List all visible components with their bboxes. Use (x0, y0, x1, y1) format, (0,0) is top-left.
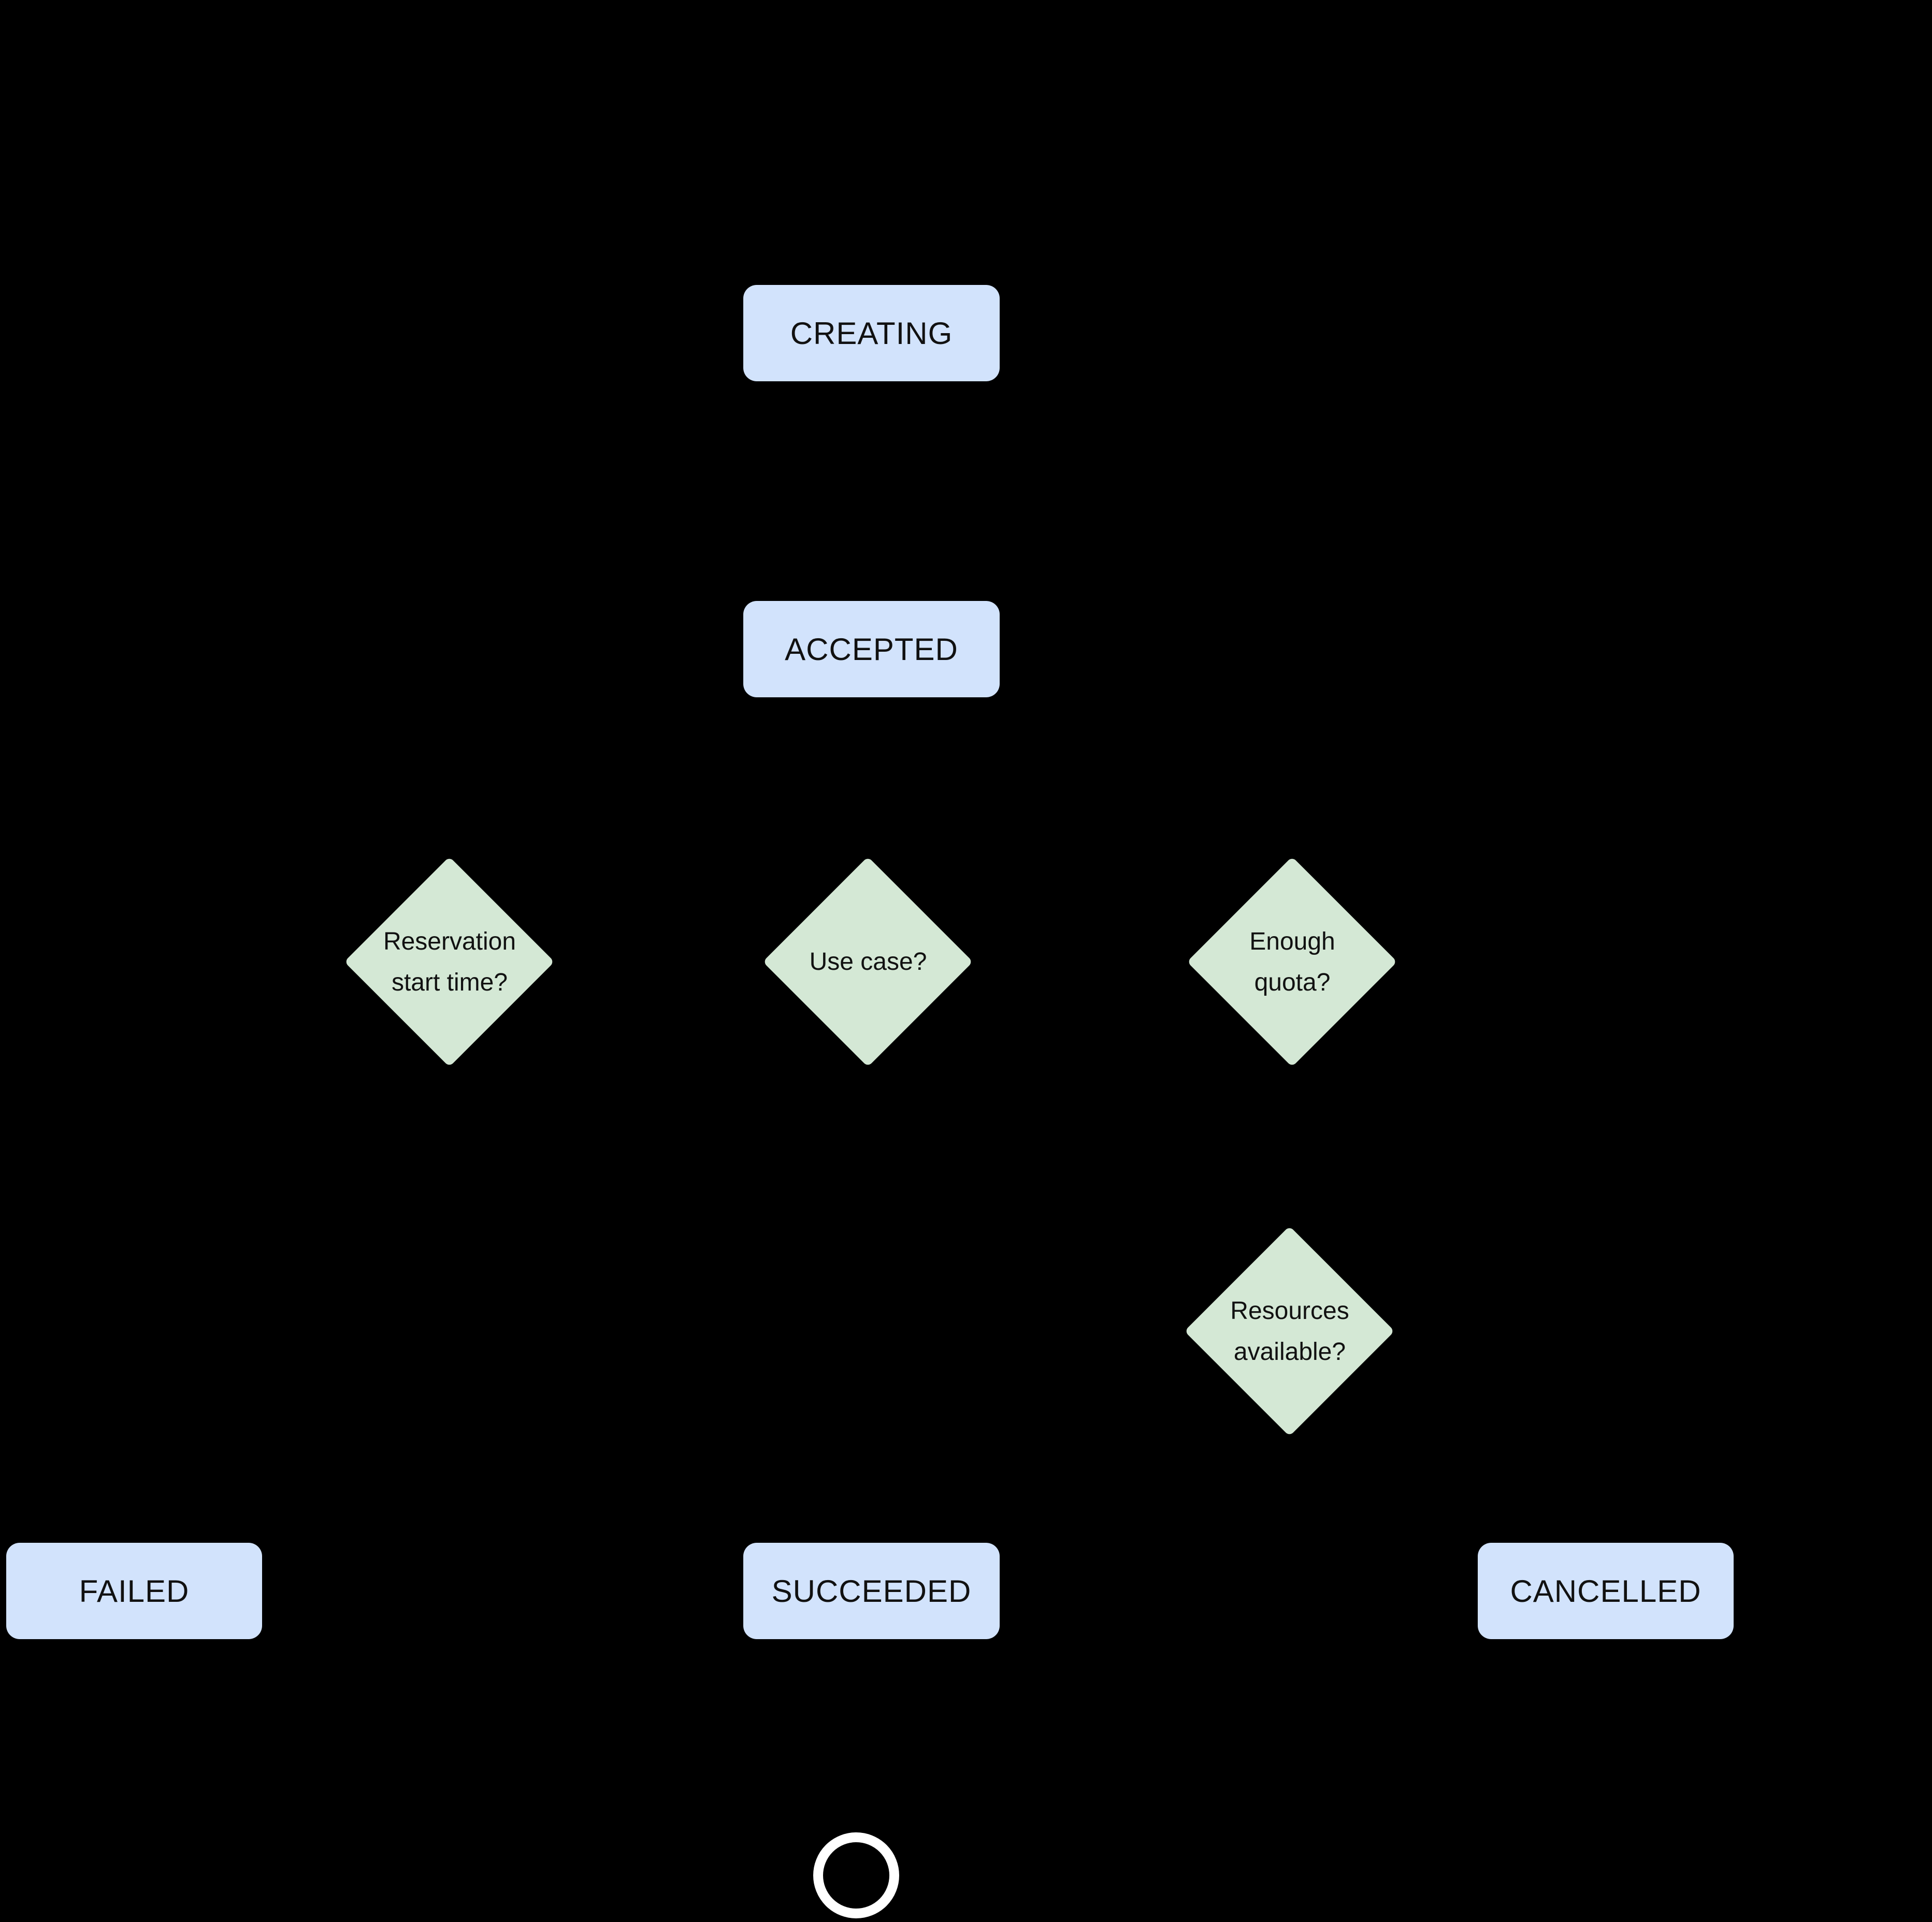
decision-label-use-case: Use case? (765, 856, 972, 1068)
decision-line: Resources (1230, 1297, 1349, 1325)
decision-reservation-start-time: Reservation start time? (344, 856, 555, 1068)
state-box-succeeded: SUCCEEDED (743, 1543, 1000, 1639)
state-label-accepted: ACCEPTED (785, 632, 958, 667)
state-box-failed: FAILED (6, 1543, 262, 1639)
decision-enough-quota: Enough quota? (1187, 856, 1397, 1068)
decision-line: start time? (391, 969, 508, 996)
state-label-succeeded: SUCCEEDED (771, 1573, 972, 1609)
state-box-cancelled: CANCELLED (1478, 1543, 1734, 1639)
decision-label-resources-available: Resources available? (1186, 1225, 1393, 1438)
state-box-accepted: ACCEPTED (743, 601, 1000, 697)
decision-line: Use case? (809, 948, 927, 976)
decision-label-reservation-start-time: Reservation start time? (346, 856, 553, 1068)
end-state-circle-icon (813, 1832, 899, 1918)
decision-line: quota? (1254, 969, 1331, 996)
state-box-creating: CREATING (743, 285, 1000, 381)
state-label-cancelled: CANCELLED (1510, 1573, 1702, 1609)
decision-line: Reservation (383, 927, 516, 955)
decision-resources-available: Resources available? (1184, 1225, 1395, 1438)
decision-line: available? (1233, 1338, 1346, 1366)
decision-line: Enough (1249, 927, 1335, 955)
decision-use-case: Use case? (762, 856, 973, 1068)
decision-label-enough-quota: Enough quota? (1189, 856, 1396, 1068)
state-label-creating: CREATING (790, 315, 953, 351)
state-label-failed: FAILED (79, 1573, 190, 1609)
